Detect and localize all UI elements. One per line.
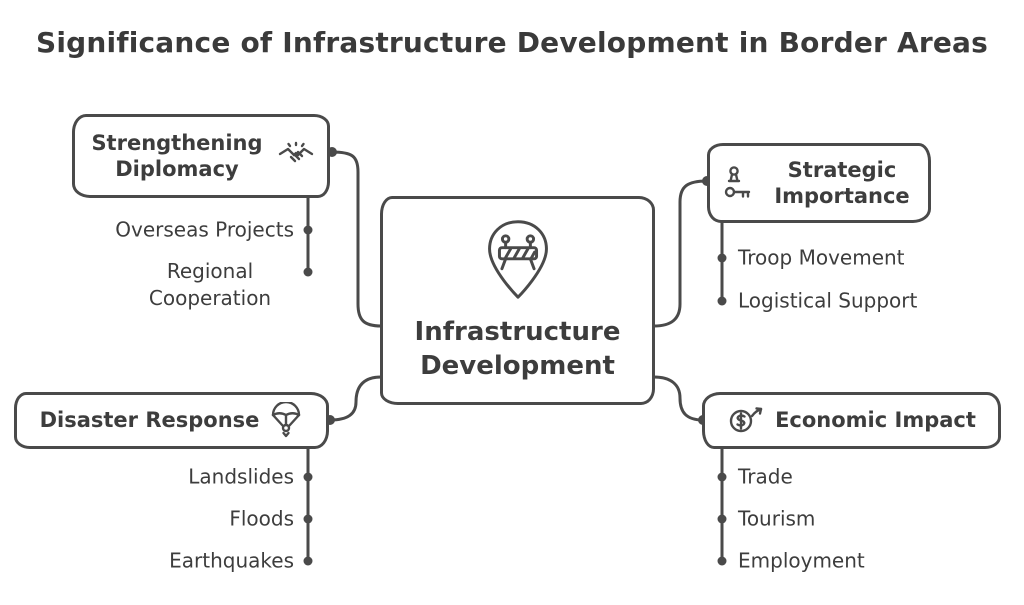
- child-item-regional-cooperation: Regional Cooperation: [148, 259, 272, 310]
- child-item-troop-movement: Troop Movement: [738, 245, 905, 270]
- branch-label-strategic: Strategic Importance: [774, 157, 910, 208]
- branch-box-economic-impact: Economic Impact: [702, 392, 1001, 449]
- center-node-label: Infrastructure Development: [414, 316, 621, 381]
- chess-pawn-key-icon: [721, 164, 757, 202]
- branch-box-strengthening-diplomacy: Strengthening Diplomacy: [72, 114, 330, 198]
- child-item-floods: Floods: [229, 506, 294, 531]
- connector-disaster: [328, 375, 383, 422]
- parachute-icon: [269, 401, 303, 440]
- branch-label-economic: Economic Impact: [775, 408, 976, 433]
- child-item-earthquakes: Earthquakes: [169, 548, 294, 573]
- branch-box-strategic-importance: Strategic Importance: [707, 143, 931, 223]
- child-item-overseas-projects: Overseas Projects: [115, 217, 294, 242]
- branch-box-disaster-response: Disaster Response: [14, 392, 329, 449]
- center-node-infrastructure-development: Infrastructure Development: [380, 196, 655, 405]
- child-item-landslides: Landslides: [188, 464, 294, 489]
- child-item-tourism: Tourism: [738, 506, 816, 531]
- child-item-employment: Employment: [738, 548, 865, 573]
- connector-diplomacy: [330, 150, 383, 328]
- dollar-growth-icon: [727, 404, 765, 438]
- branch-label-disaster: Disaster Response: [39, 408, 260, 433]
- connector-strategic: [652, 179, 709, 328]
- map-pin-construction-barrier-icon: [477, 218, 559, 312]
- child-item-trade: Trade: [738, 464, 793, 489]
- child-item-logistical-support: Logistical Support: [738, 288, 918, 313]
- connector-economic: [652, 375, 705, 422]
- diagram-title: Significance of Infrastructure Developme…: [35, 26, 988, 59]
- branch-label-diplomacy: Strengthening Diplomacy: [91, 130, 263, 181]
- handshake-icon: [277, 141, 315, 171]
